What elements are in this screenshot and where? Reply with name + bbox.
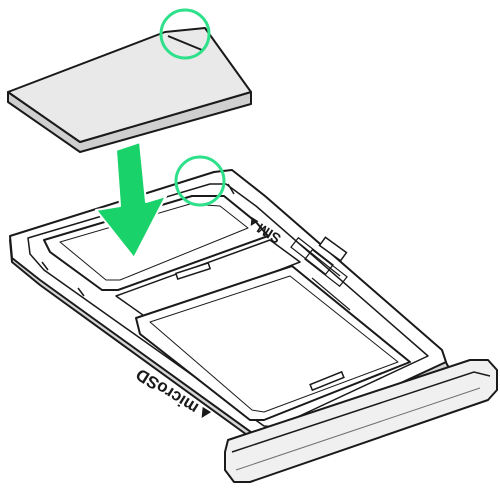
sim-card <box>8 28 251 152</box>
